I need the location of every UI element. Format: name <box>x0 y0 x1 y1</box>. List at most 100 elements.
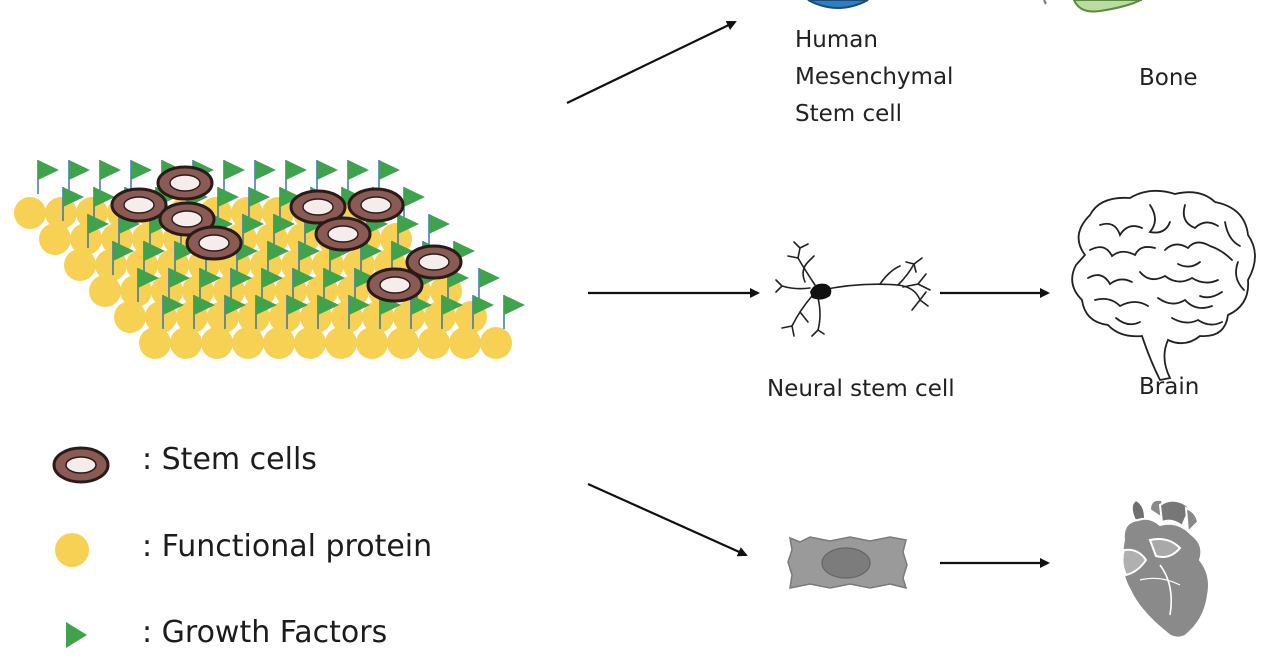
growth-factor-flag <box>286 160 307 180</box>
growth-factor-flag <box>63 187 84 207</box>
protein-bead <box>480 327 512 359</box>
growth-factor-flag <box>355 268 376 288</box>
scaffold-sheet <box>14 160 525 359</box>
cardiac-cell-icon <box>787 536 908 590</box>
growth-factor-flag <box>218 187 239 207</box>
neuron-icon <box>775 241 931 337</box>
legend-functional-protein-label: : Functional protein <box>142 529 433 564</box>
stem-cell-nucleus <box>302 198 334 216</box>
growth-factor-flag <box>138 268 159 288</box>
protein-bead <box>45 197 77 229</box>
growth-factor-flag <box>194 295 215 315</box>
bone-icon <box>1043 0 1143 13</box>
growth-factor-flag <box>287 295 308 315</box>
protein-bead <box>263 327 295 359</box>
msc-label-line1: Human <box>795 27 878 53</box>
protein-bead <box>14 197 46 229</box>
growth-factor-flag <box>169 268 190 288</box>
protein-bead <box>418 327 450 359</box>
stem-cell-nucleus <box>418 253 450 271</box>
growth-factor-flag <box>100 160 121 180</box>
protein-bead <box>39 223 71 255</box>
legend-growth-factor-icon <box>66 622 87 648</box>
heart-icon <box>1121 498 1210 639</box>
protein-bead <box>64 249 96 281</box>
stem-cell-nucleus <box>169 174 201 192</box>
stem-cell-nucleus <box>123 196 155 214</box>
growth-factor-flag <box>392 241 413 261</box>
growth-factor-flag <box>348 160 369 180</box>
growth-factor-flag <box>317 160 338 180</box>
neural-stem-cell-label: Neural stem cell <box>767 376 955 402</box>
protein-bead <box>449 327 481 359</box>
growth-factor-flag <box>429 214 450 234</box>
stem-cell-nucleus <box>327 225 359 243</box>
neuron-soma <box>810 283 832 300</box>
legend-stem-cell-icon <box>52 446 110 484</box>
growth-factor-flag <box>94 187 115 207</box>
stem-cell-nucleus <box>379 276 411 294</box>
legend-protein-icon <box>55 533 89 567</box>
msc-label: Human Mesenchymal Stem cell <box>795 22 953 133</box>
growth-factor-flag <box>411 295 432 315</box>
growth-factor-flag <box>479 268 500 288</box>
protein-bead <box>170 327 202 359</box>
growth-factor-flag <box>299 241 320 261</box>
stem-cell-nucleus <box>360 196 392 214</box>
growth-factor-flag <box>131 160 152 180</box>
brain-icon <box>1071 189 1256 382</box>
growth-factor-flag <box>268 241 289 261</box>
growth-factor-flag <box>144 241 165 261</box>
protein-bead <box>114 301 146 333</box>
growth-factor-flag <box>113 241 134 261</box>
growth-factor-flag <box>243 214 264 234</box>
msc-label-line2: Mesenchymal <box>795 64 954 90</box>
growth-factor-flag <box>88 214 109 234</box>
growth-factor-flag <box>163 295 184 315</box>
growth-factor-flag <box>200 268 221 288</box>
growth-factor-flag <box>256 295 277 315</box>
protein-bead <box>325 327 357 359</box>
growth-factor-flag <box>324 268 345 288</box>
growth-factor-flag <box>504 295 525 315</box>
protein-bead <box>89 275 121 307</box>
growth-factor-flag <box>379 160 400 180</box>
growth-factor-flag <box>274 214 295 234</box>
growth-factor-flag <box>38 160 59 180</box>
growth-factor-flag <box>237 241 258 261</box>
growth-factor-flag <box>280 187 301 207</box>
arrow-to-cardiac <box>587 482 748 557</box>
growth-factor-flag <box>231 268 252 288</box>
stem-cell-layer <box>110 165 463 303</box>
legend-growth-factors-label: : Growth Factors <box>142 615 388 650</box>
stem-cell-nucleus <box>198 234 230 252</box>
growth-factor-flag <box>262 268 283 288</box>
protein-bead <box>356 327 388 359</box>
arrow-to-msc <box>566 20 737 104</box>
growth-factor-flag <box>225 295 246 315</box>
growth-factor-flag <box>224 160 245 180</box>
growth-factor-flag <box>175 241 196 261</box>
bone-label: Bone <box>1139 65 1198 91</box>
protein-bead <box>232 327 264 359</box>
growth-factor-flag <box>398 214 419 234</box>
growth-factor-flag <box>69 160 90 180</box>
stem-cell-nucleus <box>171 210 203 228</box>
functional-protein-layer <box>14 197 512 359</box>
growth-factor-flag <box>249 187 270 207</box>
growth-factor-flag <box>293 268 314 288</box>
growth-factor-flag <box>349 295 370 315</box>
protein-bead <box>294 327 326 359</box>
protein-bead <box>387 327 419 359</box>
growth-factor-flag <box>442 295 463 315</box>
growth-factor-flag <box>255 160 276 180</box>
protein-bead <box>201 327 233 359</box>
growth-factor-flag <box>473 295 494 315</box>
legend-stem-cells-label: : Stem cells <box>142 442 317 477</box>
growth-factor-flag <box>361 241 382 261</box>
msc-label-line3: Stem cell <box>795 101 903 127</box>
msc-cell-icon <box>807 0 869 9</box>
brain-label: Brain <box>1139 374 1200 400</box>
growth-factor-flag <box>404 187 425 207</box>
